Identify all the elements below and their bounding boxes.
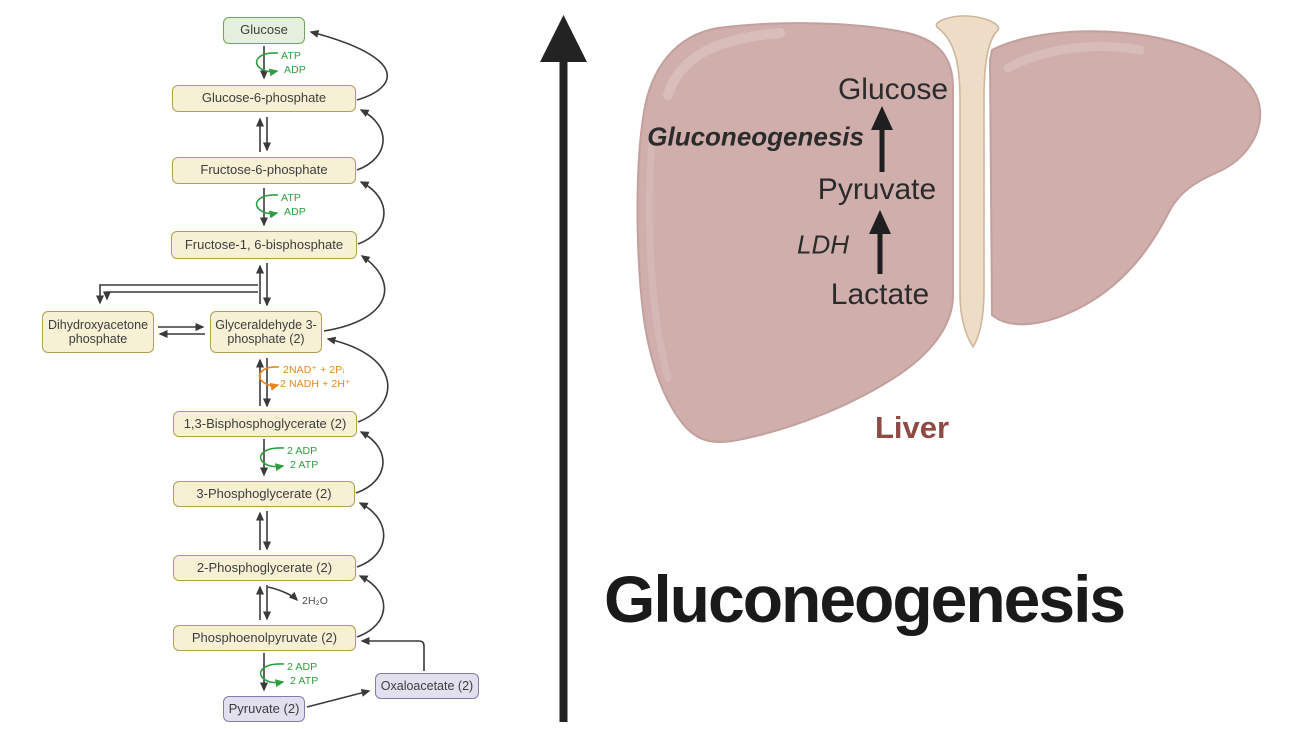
cofactor-nad-in: 2NAD⁺ + 2Pᵢ bbox=[283, 364, 345, 376]
cofactor-2adp-1: 2 ADP bbox=[287, 445, 318, 457]
node-pyruvate: Pyruvate (2) bbox=[223, 696, 305, 722]
node-2-phosphoglycerate: 2-Phosphoglycerate (2) bbox=[173, 555, 356, 581]
falciform-ligament bbox=[935, 15, 1000, 349]
cofactor-atp-2: ATP bbox=[281, 192, 301, 204]
liver-gluconeogenesis-label: Gluconeogenesis bbox=[647, 121, 864, 152]
liver-organ-label: Liver bbox=[874, 410, 950, 445]
node-dihydroxyacetone-phosphate: Dihydroxyacetone phosphate bbox=[42, 311, 154, 353]
node-fructose-6-phosphate: Fructose-6-phosphate bbox=[172, 157, 356, 184]
liver-ldh-label: LDH bbox=[796, 229, 849, 260]
lactate-to-glucose-arrows bbox=[869, 106, 893, 274]
node-oxaloacetate: Oxaloacetate (2) bbox=[375, 673, 479, 699]
node-1-3-bisphosphoglycerate: 1,3-Bisphosphoglycerate (2) bbox=[173, 411, 357, 437]
cofactor-2atp-2: 2 ATP bbox=[290, 675, 319, 687]
liver-glucose-label: Glucose bbox=[837, 73, 949, 106]
cofactor-adp-2: ADP bbox=[284, 206, 306, 218]
gluconeogenesis-return-arrows bbox=[309, 30, 389, 638]
arrow-pyruvate-glucose-head bbox=[871, 106, 893, 130]
node-fructose-1-6-bisphosphate: Fructose-1, 6-bisphosphate bbox=[171, 231, 357, 259]
cofactor-2atp-1: 2 ATP bbox=[290, 459, 319, 471]
node-3-phosphoglycerate: 3-Phosphoglycerate (2) bbox=[173, 481, 355, 507]
liver-right-lobe bbox=[988, 30, 1262, 326]
arrow-lactate-pyruvate-head bbox=[869, 210, 891, 234]
arrow-pyruvate-glucose-shaft bbox=[879, 128, 885, 172]
node-glyceraldehyde-3-phosphate: Glyceraldehyde 3-phosphate (2) bbox=[210, 311, 322, 353]
big-up-arrow bbox=[540, 15, 587, 722]
glycolysis-arrows bbox=[96, 46, 425, 708]
arrow-lactate-pyruvate-shaft bbox=[877, 232, 883, 274]
liver-left-edge-highlight bbox=[645, 136, 672, 382]
cofactor-adp-1: ADP bbox=[284, 64, 306, 76]
cofactor-water: 2H₂O bbox=[302, 595, 329, 607]
cofactor-nadh-out: 2 NADH + 2H⁺ bbox=[280, 378, 351, 390]
figure-title: Gluconeogenesis bbox=[604, 562, 1126, 636]
cofactor-arrows bbox=[255, 52, 285, 688]
node-glucose: Glucose bbox=[223, 17, 305, 44]
liver-lactate-label: Lactate bbox=[830, 278, 930, 311]
liver-illustration bbox=[636, 15, 1262, 443]
cofactor-2adp-2: 2 ADP bbox=[287, 661, 318, 673]
cofactor-atp-1: ATP bbox=[281, 50, 301, 62]
node-phosphoenolpyruvate: Phosphoenolpyruvate (2) bbox=[173, 625, 356, 651]
node-glucose-6-phosphate: Glucose-6-phosphate bbox=[172, 85, 356, 112]
liver-left-highlight bbox=[663, 28, 785, 100]
liver-pyruvate-label: Pyruvate bbox=[817, 173, 937, 206]
liver-right-highlight bbox=[1003, 42, 1145, 73]
